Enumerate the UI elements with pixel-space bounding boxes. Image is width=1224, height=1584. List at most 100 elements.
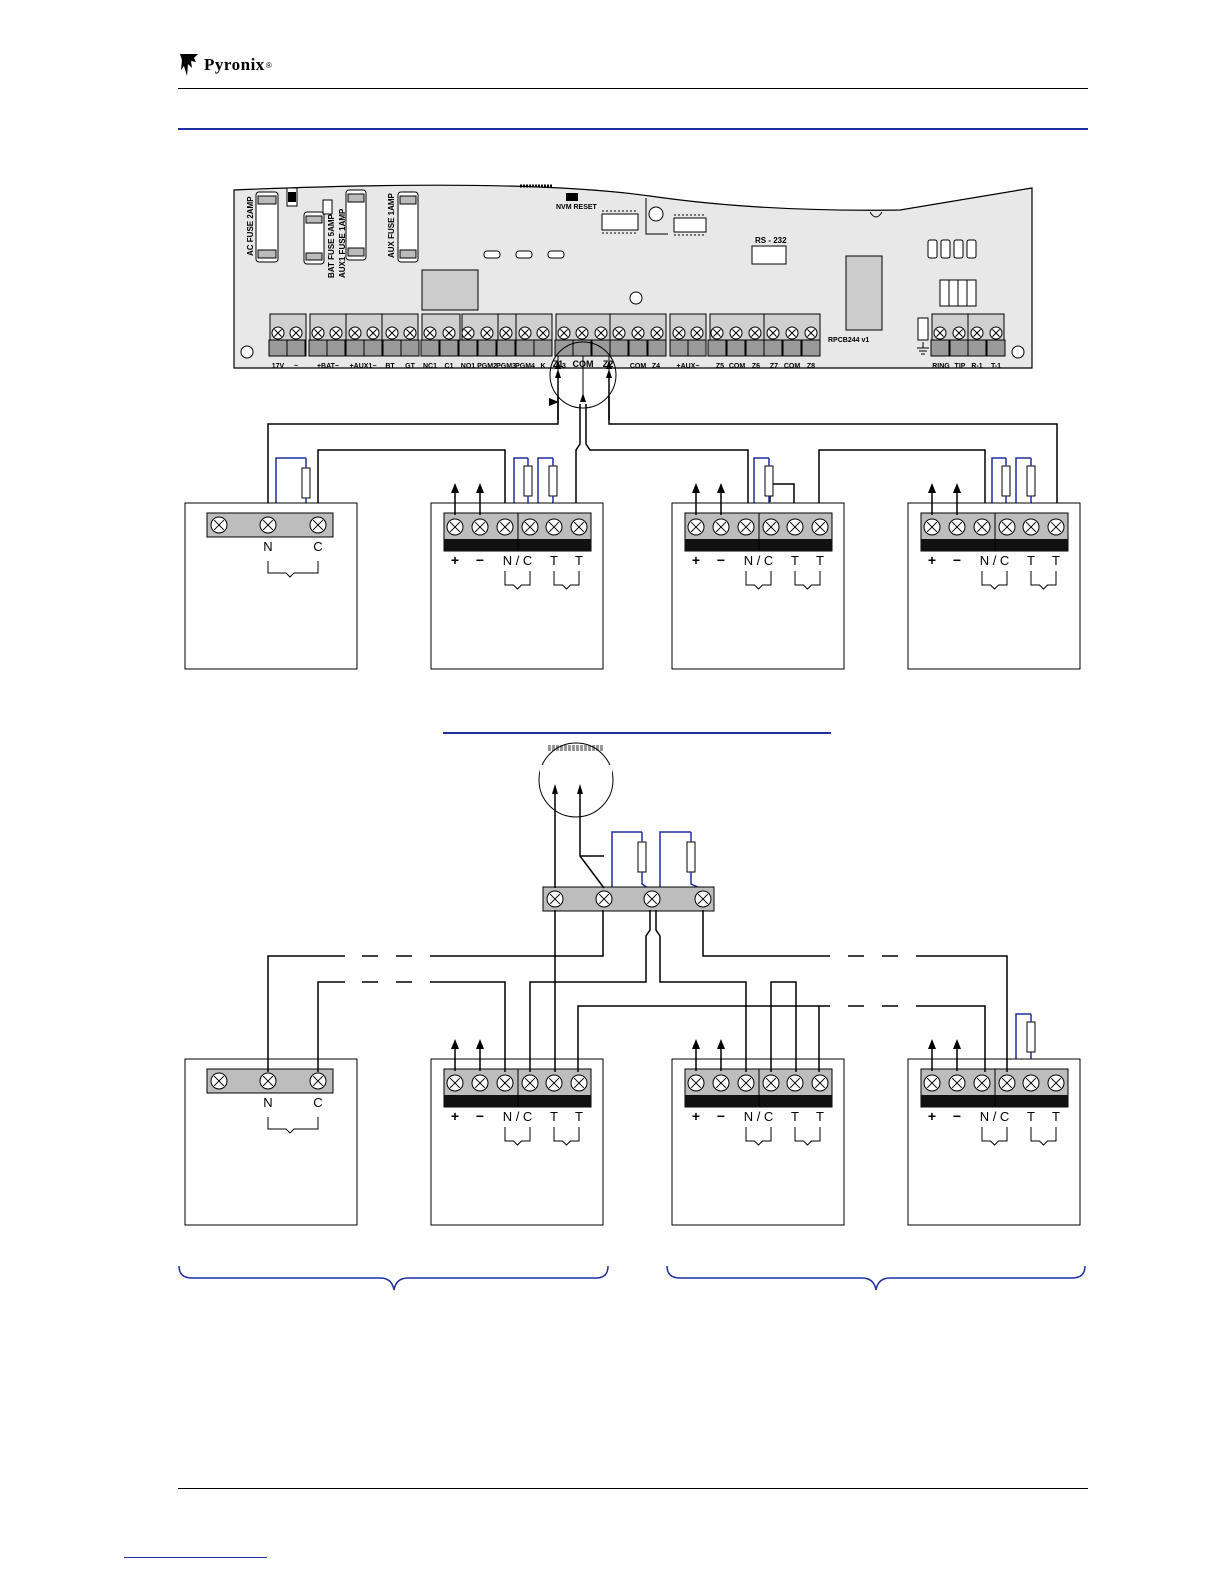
relay-contact-icon — [267, 561, 319, 578]
relay-contact-icon — [504, 1127, 531, 1146]
arrow-icon — [953, 1039, 961, 1049]
resistor-lead — [1015, 457, 1031, 514]
relay-contact-icon — [553, 1127, 580, 1146]
device-c-label: C — [313, 539, 322, 554]
device-tamper-label: T — [791, 1109, 799, 1124]
resistor-icon — [1001, 465, 1011, 497]
device-tamper-label: T — [1027, 1109, 1035, 1124]
board-terminal-label: NC1 — [423, 363, 437, 370]
left-group-brace — [178, 1265, 609, 1291]
arrow-icon — [717, 1039, 725, 1049]
board-terminal-label: T-1 — [991, 363, 1001, 370]
right-group-brace — [666, 1265, 1086, 1291]
header-rule — [178, 88, 1088, 89]
board-terminal-label: C1 — [445, 363, 454, 370]
board-terminal-label: COM — [784, 363, 801, 370]
resistor-lead — [537, 457, 553, 514]
relay-contact-icon — [981, 1127, 1008, 1146]
fuse-holders — [255, 187, 419, 265]
nvm-reset-label: NVM RESET — [556, 204, 598, 211]
board-terminal-label: COM — [729, 363, 746, 370]
device-c-label: C — [313, 1095, 322, 1110]
device-tamper-label: T — [816, 553, 824, 568]
device-plus-label: + — [451, 1108, 459, 1124]
board-terminal-label: Z7 — [770, 363, 778, 370]
arrow-icon — [692, 483, 700, 493]
resistor-lead — [1015, 1013, 1031, 1072]
resistor-icon — [523, 465, 533, 497]
subsection-rule — [443, 732, 831, 734]
resistor-lead — [659, 831, 691, 888]
relay-contact-icon — [1030, 1127, 1057, 1146]
device-tamper-label: T — [1052, 1109, 1060, 1124]
relay-contact-icon — [794, 1127, 821, 1146]
board-terminal-label: Z4 — [652, 363, 660, 370]
board-terminal-label: PGM2 — [477, 363, 497, 370]
resistor-lead — [753, 457, 769, 514]
board-terminal-label: Z5 — [716, 363, 724, 370]
top-wiring — [267, 341, 1058, 514]
board-terminal-label: 17V — [272, 363, 285, 370]
board-terminal-label: RING — [932, 363, 950, 370]
bottom-wiring — [267, 742, 1008, 1072]
device-nc-label: N / C — [744, 1109, 774, 1124]
device-tamper-label: T — [550, 553, 558, 568]
device-nc-label: N / C — [503, 553, 533, 568]
arrow-icon — [476, 483, 484, 493]
board-model-label: RPCB244 v1 — [828, 337, 869, 344]
relay-contact-icon — [1030, 571, 1057, 590]
board-terminal-label: GT — [405, 363, 415, 370]
device-minus-label: − — [717, 552, 725, 568]
device-plus-label: + — [928, 1108, 936, 1124]
registered-mark: ® — [265, 60, 272, 70]
fuse-label-aux: AUX FUSE 1AMP — [387, 192, 396, 258]
device-tamper-label: T — [791, 553, 799, 568]
fuse-label-ac: AC FUSE 2AMP — [246, 196, 255, 256]
board-terminal-label: BT — [385, 363, 395, 370]
device-tamper-label: T — [1027, 553, 1035, 568]
device-minus-label: − — [476, 552, 484, 568]
arrow-icon — [451, 1039, 459, 1049]
device-n-label: N — [263, 1095, 272, 1110]
relay-contact-icon — [794, 571, 821, 590]
resistor-icon — [1026, 1021, 1036, 1053]
board-terminal-label: +AUX1− — [350, 363, 377, 370]
ground-icon — [917, 342, 929, 355]
relay-contact-icon — [745, 1127, 772, 1146]
device-plus-label: + — [692, 1108, 700, 1124]
board-terminal-label: TIP — [955, 363, 966, 370]
device-tamper-label: T — [575, 1109, 583, 1124]
device-tamper-label: T — [550, 1109, 558, 1124]
relay-contact-icon — [553, 571, 580, 590]
board-terminal-label: PGM4 — [515, 363, 535, 370]
arrow-icon — [476, 1039, 484, 1049]
board-terminal-label: COM — [630, 363, 647, 370]
board-terminal-label: 3 — [562, 363, 566, 370]
device-nc-label: N / C — [503, 1109, 533, 1124]
device-minus-label: − — [953, 1108, 961, 1124]
device-tamper-label: T — [575, 553, 583, 568]
device-tamper-label: T — [1052, 553, 1060, 568]
resistor-icon — [301, 467, 311, 499]
arrow-icon — [953, 483, 961, 493]
relay-contact-icon — [504, 571, 531, 590]
flame-icon — [180, 54, 198, 76]
device-plus-label: + — [928, 552, 936, 568]
board-terminal-label: ~ — [294, 363, 298, 370]
footer-link-rule — [124, 1557, 267, 1558]
resistor-icon — [548, 465, 558, 497]
fuse-label-aux1: AUX1 FUSE 1AMP — [338, 208, 347, 278]
section-rule — [178, 128, 1088, 130]
relay-contact-icon — [267, 1117, 319, 1134]
